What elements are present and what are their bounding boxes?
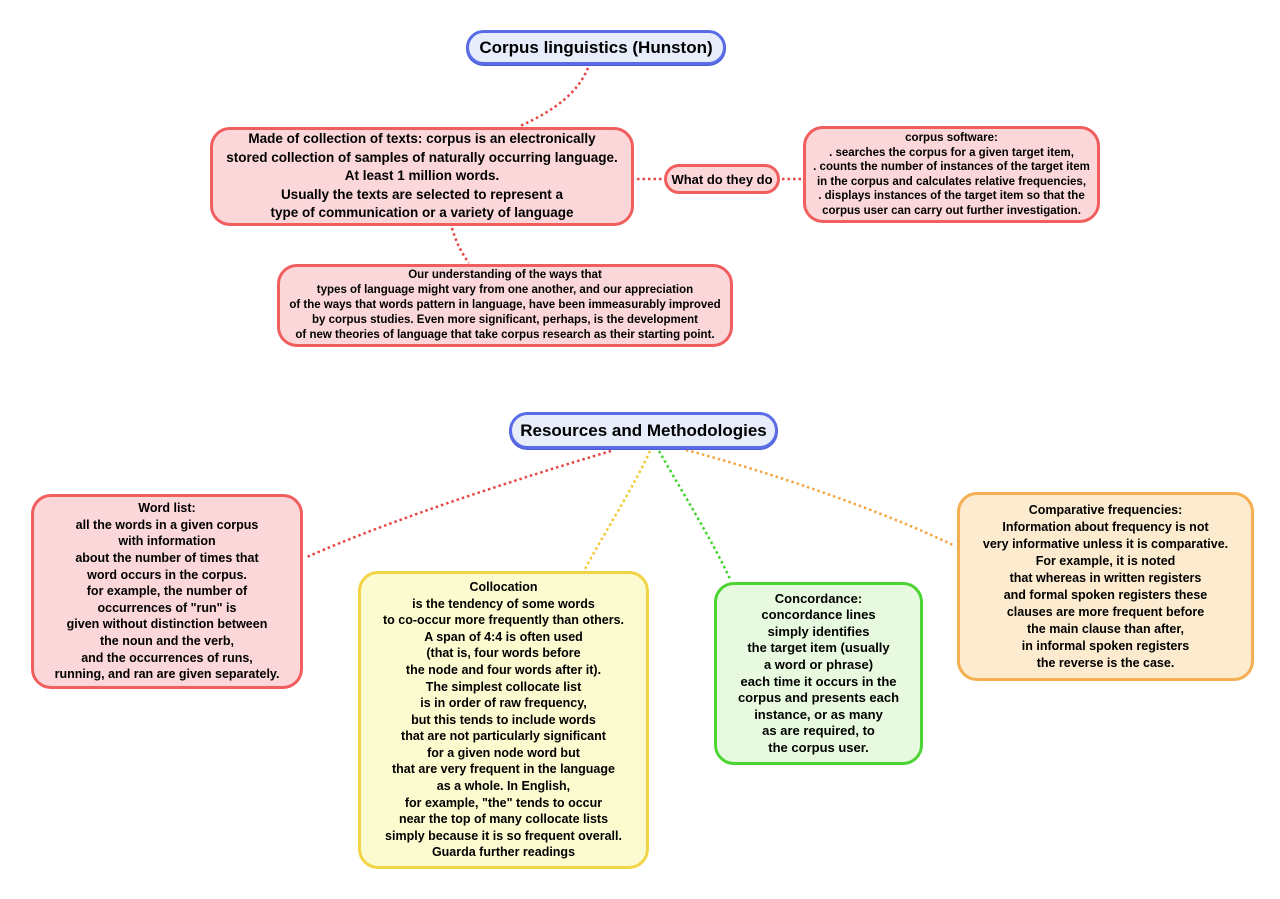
node-made-of-collection-text: Made of collection of texts: corpus is a… [226,131,618,221]
connector-resources-to-word-list [306,449,612,559]
node-made-of-collection[interactable]: Made of collection of texts: corpus is a… [210,127,634,226]
connector-made-of-to-our-understanding [450,227,471,264]
node-collocation-text: Collocation is the tendency of some word… [382,579,624,860]
node-comparative-frequencies-text: Comparative frequencies: Information abo… [982,502,1229,670]
node-what-do-they-do[interactable]: What do they do [664,164,780,194]
node-word-list-text: Word list: all the words in a given corp… [54,501,280,682]
connector-resources-to-collocation [583,450,652,570]
node-word-list[interactable]: Word list: all the words in a given corp… [31,494,303,689]
node-comparative-frequencies[interactable]: Comparative frequencies: Information abo… [957,492,1254,681]
node-collocation[interactable]: Collocation is the tendency of some word… [358,571,649,869]
node-concordance-text: Concordance: concordance lines simply id… [737,590,900,755]
node-our-understanding-text: Our understanding of the ways that types… [289,269,721,341]
node-resources-and-methodologies-label: Resources and Methodologies [520,420,767,440]
connector-resources-to-concordance [657,450,733,582]
connector-resources-to-comparative [685,448,956,548]
node-what-do-they-do-label: What do they do [671,171,773,187]
node-corpus-software[interactable]: corpus software: . searches the corpus f… [803,126,1100,223]
node-resources-and-methodologies[interactable]: Resources and Methodologies [509,412,778,449]
node-corpus-linguistics[interactable]: Corpus linguistics (Hunston) [466,30,726,65]
node-corpus-linguistics-label: Corpus linguistics (Hunston) [479,37,713,57]
connector-corpus-linguistics-to-made-of [519,67,590,128]
node-corpus-software-text: corpus software: . searches the corpus f… [813,132,1090,217]
node-concordance[interactable]: Concordance: concordance lines simply id… [714,582,923,765]
node-our-understanding[interactable]: Our understanding of the ways that types… [277,264,733,347]
